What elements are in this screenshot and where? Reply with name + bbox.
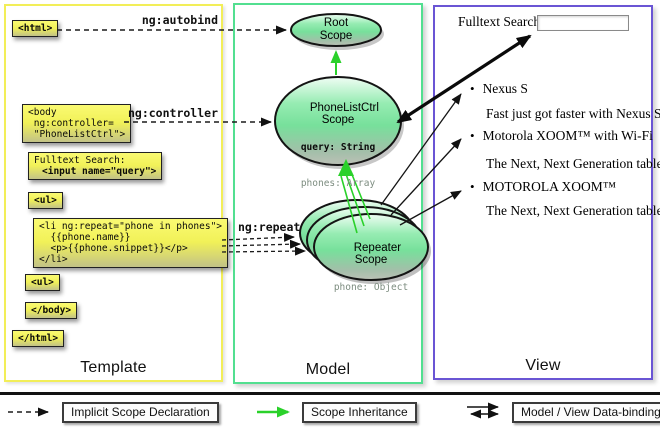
code-ul-open-2: <ul> — [25, 274, 60, 291]
view-item-2-title: Motorola XOOM™ with Wi-Fi — [482, 128, 653, 143]
code-body-open: <body ng:controller= "PhoneListCtrl"> — [22, 104, 132, 143]
model-column-title: Model — [305, 361, 351, 378]
view-column-title: View — [525, 357, 561, 374]
repeater-phone-prop: phone: Object — [333, 282, 409, 293]
code-html-close: </html> — [12, 330, 65, 347]
repeater-label: Repeater Scope phone: Object — [314, 229, 428, 318]
phonelistctrl-label: PhoneListCtrl Scope query: String phones… — [276, 89, 400, 214]
view-item-3-desc: The Next, Next Generation tablet. — [486, 203, 660, 218]
template-column-title: Template — [80, 359, 147, 376]
legend-data-binding-label: Model / View Data-binding — [512, 402, 660, 423]
code-li-repeat: <li ng:repeat="phone in phones"> {{phone… — [33, 218, 229, 268]
view-item-1-desc: Fast just got faster with Nexus S. — [486, 106, 660, 121]
view-item-3-title: MOTOROLA XOOM™ — [482, 179, 616, 194]
view-item-2-desc: The Next, Next Generation tablet. — [486, 156, 660, 171]
view-search-input[interactable] — [537, 15, 629, 31]
repeater-name: Repeater Scope — [353, 241, 402, 267]
label-ng-controller: ng:controller — [127, 106, 218, 120]
view-search-label: Fulltext Search: — [458, 14, 544, 29]
root-scope-label: Root Scope — [319, 17, 353, 42]
view-item-title: Motorola XOOM™ with Wi-Fi — [470, 128, 653, 144]
code-input-tag: <input name="query"> — [42, 166, 157, 177]
phonelistctrl-name: PhoneListCtrl Scope — [309, 101, 379, 127]
legend-scope-inheritance-label: Scope Inheritance — [302, 402, 417, 423]
code-html-open: <html> — [12, 20, 59, 37]
code-ul-open: <ul> — [28, 192, 63, 209]
label-ng-repeat: ng:repeat — [238, 220, 301, 234]
view-item-title: MOTOROLA XOOM™ — [470, 179, 616, 195]
code-fulltext-label: Fulltext Search: — [34, 155, 126, 166]
view-item-1-title: Nexus S — [482, 81, 528, 96]
label-ng-autobind: ng:autobind — [141, 13, 218, 27]
code-body-close: </body> — [25, 302, 78, 319]
view-item-title: Nexus S — [470, 81, 528, 97]
code-fulltext-input: Fulltext Search:<input name="query"> — [28, 152, 163, 180]
phonelistctrl-query-prop: query: String — [300, 142, 376, 153]
phonelistctrl-phones-prop: phones: Array — [300, 178, 376, 189]
legend-implicit-scope-label: Implicit Scope Declaration — [62, 402, 219, 423]
